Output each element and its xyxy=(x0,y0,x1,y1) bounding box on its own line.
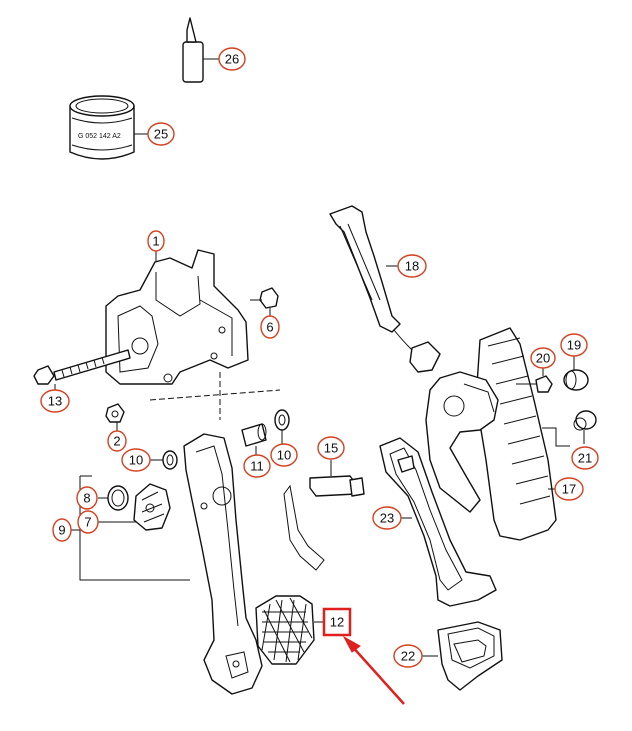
part-25-grease-can: G 052 142 A2 xyxy=(69,95,148,160)
part-6-nut xyxy=(250,287,279,316)
callout-11: 11 xyxy=(243,454,271,478)
part-22-cover xyxy=(422,621,503,691)
callout-2: 2 xyxy=(107,430,127,452)
part-11-sleeve xyxy=(241,423,267,456)
part-1-pedal-bracket xyxy=(105,249,281,420)
part-13-bolt xyxy=(33,349,131,390)
svg-text:7: 7 xyxy=(84,515,91,530)
callout-1: 1 xyxy=(147,230,165,252)
callout-17: 17 xyxy=(554,477,584,501)
svg-text:18: 18 xyxy=(405,259,419,274)
svg-text:2: 2 xyxy=(113,434,120,449)
part-23-lever xyxy=(379,437,497,607)
part-17-accelerator-pedal xyxy=(425,327,557,541)
part-15-switch-bracket xyxy=(283,460,365,571)
callout-7: 7 xyxy=(77,510,99,534)
part-19-cap xyxy=(563,356,589,391)
callout-20: 20 xyxy=(530,347,556,369)
svg-text:11: 11 xyxy=(250,459,264,474)
svg-text:10: 10 xyxy=(277,448,291,463)
part-21-cap xyxy=(542,410,597,447)
svg-text:12: 12 xyxy=(330,615,344,630)
callout-21: 21 xyxy=(571,446,599,470)
callout-25: 25 xyxy=(147,122,175,146)
callout-10-right: 10 xyxy=(270,443,298,467)
svg-text:25: 25 xyxy=(154,127,168,142)
svg-text:10: 10 xyxy=(129,453,143,468)
highlight-part-12 xyxy=(322,607,405,705)
svg-text:20: 20 xyxy=(536,351,550,366)
callout-13: 13 xyxy=(40,389,70,413)
callout-6: 6 xyxy=(260,315,280,339)
part-26-adhesive-bottle xyxy=(182,17,219,83)
part-20-screw xyxy=(516,366,553,393)
svg-text:6: 6 xyxy=(266,320,273,335)
part-18-sensor xyxy=(329,205,441,373)
svg-text:15: 15 xyxy=(324,441,338,456)
callout-19: 19 xyxy=(560,333,588,357)
svg-text:21: 21 xyxy=(578,451,592,466)
svg-text:26: 26 xyxy=(225,52,239,67)
part-12-pedal-pad xyxy=(255,595,324,665)
callout-22: 22 xyxy=(393,644,423,668)
part-2-nut xyxy=(105,403,125,432)
callout-8: 8 xyxy=(76,486,98,510)
callout-18: 18 xyxy=(397,254,427,278)
callout-15: 15 xyxy=(317,436,345,460)
svg-text:22: 22 xyxy=(401,649,415,664)
svg-text:13: 13 xyxy=(48,394,62,409)
callout-23: 23 xyxy=(372,506,402,530)
callout-12: 12 xyxy=(330,615,344,630)
svg-text:17: 17 xyxy=(562,482,576,497)
callout-10-left: 10 xyxy=(121,448,151,472)
can-label: G 052 142 A2 xyxy=(78,133,121,140)
part-7-spring-clip xyxy=(98,483,171,531)
part-10-bushing-right xyxy=(274,409,290,444)
svg-text:1: 1 xyxy=(152,234,159,249)
brake-pedal-arm xyxy=(183,433,263,695)
svg-text:8: 8 xyxy=(83,491,90,506)
callout-9: 9 xyxy=(52,518,72,542)
callout-26: 26 xyxy=(218,47,246,71)
svg-text:19: 19 xyxy=(567,338,581,353)
svg-text:23: 23 xyxy=(380,511,394,526)
part-10-bushing-left xyxy=(150,450,178,470)
svg-text:9: 9 xyxy=(58,523,65,538)
part-8-ring xyxy=(98,485,129,511)
